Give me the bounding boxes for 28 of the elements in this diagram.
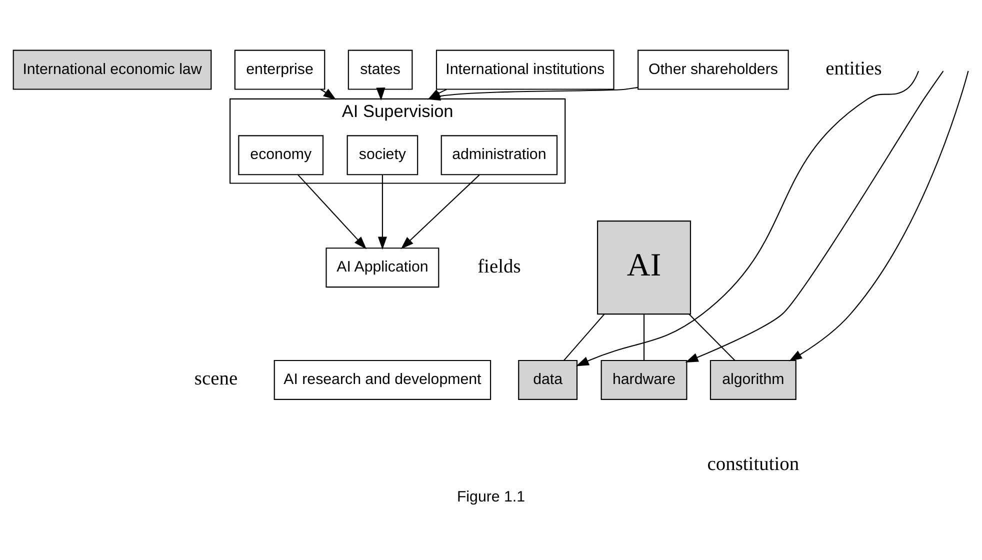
node-box: administration bbox=[440, 135, 558, 176]
node-box: International institutions bbox=[436, 50, 614, 90]
arrow bbox=[320, 88, 336, 100]
node-box: International economic law bbox=[12, 50, 212, 90]
node-box: economy bbox=[238, 135, 324, 176]
arrow bbox=[298, 174, 367, 250]
node-box: AI Application bbox=[326, 248, 440, 288]
node-box: AI research and development bbox=[274, 360, 492, 400]
arrow bbox=[789, 70, 969, 362]
node-box: enterprise bbox=[234, 50, 326, 90]
node-box: data bbox=[518, 360, 578, 400]
connector bbox=[564, 314, 605, 361]
arrow bbox=[378, 174, 387, 250]
label: constitution bbox=[707, 454, 800, 476]
connector bbox=[643, 314, 645, 360]
arrow bbox=[400, 174, 480, 250]
caption: Figure 1.1 bbox=[456, 488, 526, 506]
label: entities bbox=[826, 58, 882, 80]
node-box: society bbox=[346, 135, 418, 176]
label: scene bbox=[194, 368, 238, 390]
arrow bbox=[576, 70, 919, 366]
connector bbox=[688, 314, 736, 361]
node-box: AI bbox=[597, 220, 692, 315]
node-box: hardware bbox=[600, 360, 688, 400]
label: fields bbox=[478, 256, 521, 278]
node-box: Other shareholders bbox=[638, 50, 789, 90]
arrow bbox=[685, 70, 944, 362]
node-box: algorithm bbox=[710, 360, 796, 400]
